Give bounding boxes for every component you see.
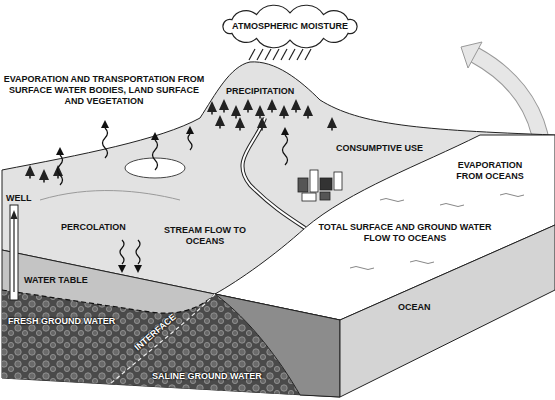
figure-label: STREAM FLOW TO OCEANS — [162, 225, 248, 247]
cloud-shape — [223, 5, 357, 48]
figure-label: TOTAL SURFACE AND GROUND WATER FLOW TO O… — [315, 222, 495, 244]
ocean-face — [340, 225, 555, 397]
trees — [25, 99, 337, 183]
cloud-label: ATMOSPHERIC MOISTURE — [232, 21, 348, 32]
figure-label: WELL — [6, 193, 32, 204]
lake — [125, 158, 185, 178]
well-symbol — [10, 205, 18, 300]
rain — [249, 49, 311, 60]
ocean-section — [215, 294, 340, 397]
interface-line — [110, 294, 215, 384]
city — [298, 170, 342, 201]
river-inner — [242, 118, 305, 228]
cloud-node: ATMOSPHERIC MOISTURE — [212, 9, 368, 44]
front-face — [2, 250, 340, 397]
figure-label: CONSUMPTIVE USE — [335, 143, 424, 154]
figure-label: PERCOLATION — [60, 222, 127, 233]
percolation-arrows — [118, 240, 142, 273]
hill-contour — [40, 191, 180, 200]
figure-label: FRESH GROUND WATER — [8, 316, 115, 327]
figure-label: SALINE GROUND WATER — [152, 371, 262, 382]
evaporation-heads — [56, 120, 289, 155]
figure-label: EVAPORATION AND TRANSPORTATION FROM SURF… — [3, 74, 205, 107]
figure-label: OCEAN — [398, 302, 431, 313]
water-table-line — [2, 290, 215, 313]
figure-label: WATER TABLE — [24, 275, 88, 286]
river — [242, 118, 305, 228]
figure-label: PRECIPITATION — [225, 86, 295, 97]
evaporation-arrows — [58, 128, 288, 185]
figure-label: EVAPORATION FROM OCEANS — [448, 160, 532, 182]
